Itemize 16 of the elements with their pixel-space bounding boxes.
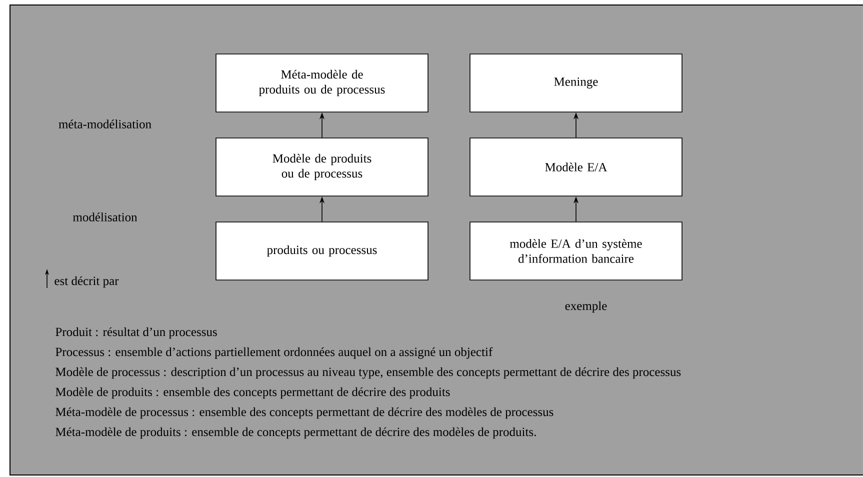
definition-text: Méta-modèle de produits : ensemble de concepts permettant de décrire des modèles de produits. bbox=[56, 427, 536, 439]
level-label: exemple bbox=[565, 301, 607, 313]
definition-text: Modèle de produits : ensemble des concepts permettant de décrire des produits bbox=[56, 387, 450, 399]
process-box: Meninge bbox=[470, 54, 682, 112]
process-box: Modèle E/A bbox=[470, 138, 682, 196]
process-box: modèle E/A d’un système d’information bancaire bbox=[470, 222, 682, 280]
definition-text: Produit : résultat d’un processus bbox=[56, 327, 217, 339]
level-label: méta-modélisation bbox=[58, 120, 152, 128]
level-label: modélisation bbox=[73, 212, 138, 222]
process-box: produits ou processus bbox=[216, 222, 428, 280]
definition-text: Modèle de processus : description d’un processus au niveau type, ensemble des concepts permettant de décrire des processus bbox=[56, 367, 681, 379]
definition-text: Processus : ensemble d’actions partiellement ordonnées auquel on a assigné un objectif bbox=[56, 347, 493, 359]
process-box: Méta-modèle de produits ou de processus bbox=[216, 54, 428, 112]
legend-text: est décrit par bbox=[54, 276, 119, 288]
definition-text: Méta-modèle de processus : ensemble des concepts permettant de décrire des modèles de processus bbox=[56, 407, 554, 419]
process-box: Modèle de produits ou de processus bbox=[216, 138, 428, 196]
